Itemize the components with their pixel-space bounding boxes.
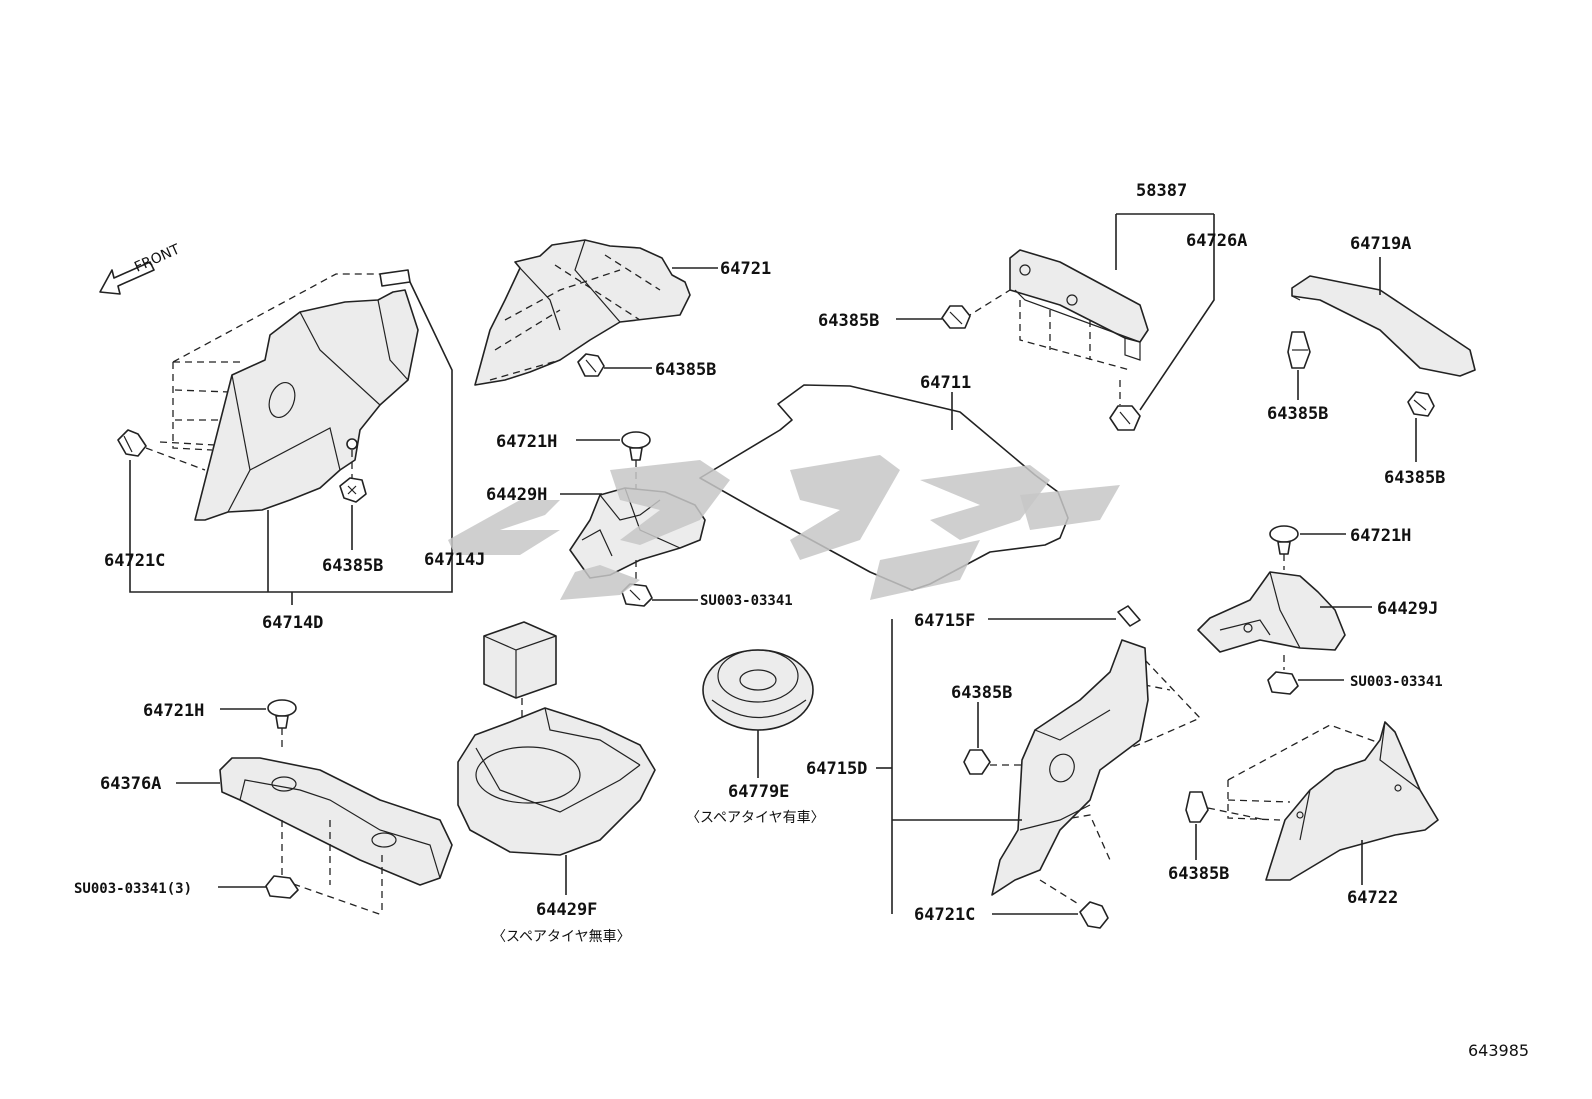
clip-64385B-right-trim — [963, 749, 991, 775]
label-64429F: 64429F — [536, 900, 597, 920]
label-SU003-center: SU003-03341 — [700, 593, 793, 609]
label-64385B-upper: 64385B — [655, 360, 716, 380]
label-64722: 64722 — [1347, 888, 1398, 908]
tray-64429F — [457, 707, 656, 856]
screw-64385B-719-right — [1407, 391, 1435, 417]
label-64385B-left: 64385B — [322, 556, 383, 576]
screw-64385B-left — [339, 438, 367, 503]
nut-64726A — [1109, 405, 1141, 431]
label-64719A: 64719A — [1350, 234, 1411, 254]
label-58387: 58387 — [1136, 181, 1187, 201]
tag-64715F — [1117, 605, 1141, 627]
label-64429H: 64429H — [486, 485, 547, 505]
label-64376A: 64376A — [100, 774, 161, 794]
clip-64721H-lower — [267, 699, 297, 729]
quarter-trim-right — [991, 639, 1202, 896]
quarter-trim-left — [159, 269, 419, 521]
front-arrow-icon — [99, 261, 155, 295]
clip-64721C-left — [117, 429, 147, 457]
label-64721H-lower: 64721H — [143, 701, 204, 721]
label-64715D: 64715D — [806, 759, 867, 779]
label-64714D: 64714D — [262, 613, 323, 633]
clip-64385B-719-left — [1287, 331, 1311, 369]
watermark-logo — [448, 455, 1120, 600]
bracket-64429J — [1197, 571, 1346, 653]
label-64385B-719-right: 64385B — [1384, 468, 1445, 488]
label-64711: 64711 — [920, 373, 971, 393]
label-64726A: 64726A — [1186, 231, 1247, 251]
label-64721: 64721 — [720, 259, 771, 279]
label-64721C-right: 64721C — [914, 905, 975, 925]
trim-panel-64719A — [1291, 275, 1476, 377]
bracket-58387 — [964, 249, 1149, 405]
clip-64385B-722 — [1185, 791, 1209, 823]
label-64715F: 64715F — [914, 611, 975, 631]
clip-SU003-right — [1267, 671, 1299, 695]
label-64714J: 64714J — [424, 550, 485, 570]
label-64385B-722: 64385B — [1168, 864, 1229, 884]
label-64721H-center: 64721H — [496, 432, 557, 452]
screw-64385B-58387 — [941, 305, 971, 329]
clip-64721C-right — [1079, 901, 1109, 929]
note-spare-without: 〈スペアタイヤ無車〉 — [492, 928, 631, 945]
wheel-trim-64722 — [1227, 721, 1439, 881]
label-64385B-right-trim: 64385B — [951, 683, 1012, 703]
label-64385B-719-left: 64385B — [1267, 404, 1328, 424]
clip-SU003-lower — [265, 875, 299, 899]
label-SU003-right: SU003-03341 — [1350, 674, 1443, 690]
label-64779E: 64779E — [728, 782, 789, 802]
label-64429J: 64429J — [1377, 599, 1438, 619]
rail-64376A — [219, 757, 453, 916]
label-64721H-right: 64721H — [1350, 526, 1411, 546]
label-SU003-lower: SU003-03341(3) — [74, 881, 192, 897]
wheelhouse-cover-64721 — [474, 239, 691, 386]
label-64385B-58387: 64385B — [818, 311, 879, 331]
note-spare-with: 〈スペアタイヤ有車〉 — [686, 809, 825, 826]
clip-64721H-right — [1269, 525, 1299, 555]
diagram-code: 643985 — [1468, 1041, 1529, 1060]
front-label: FRONT — [132, 241, 183, 275]
cover-64779E — [702, 649, 814, 731]
screw-64385B-upper — [577, 353, 605, 377]
clip-64721H-center — [621, 431, 651, 461]
box-64429F-cube — [483, 621, 557, 699]
label-64721C-left: 64721C — [104, 551, 165, 571]
